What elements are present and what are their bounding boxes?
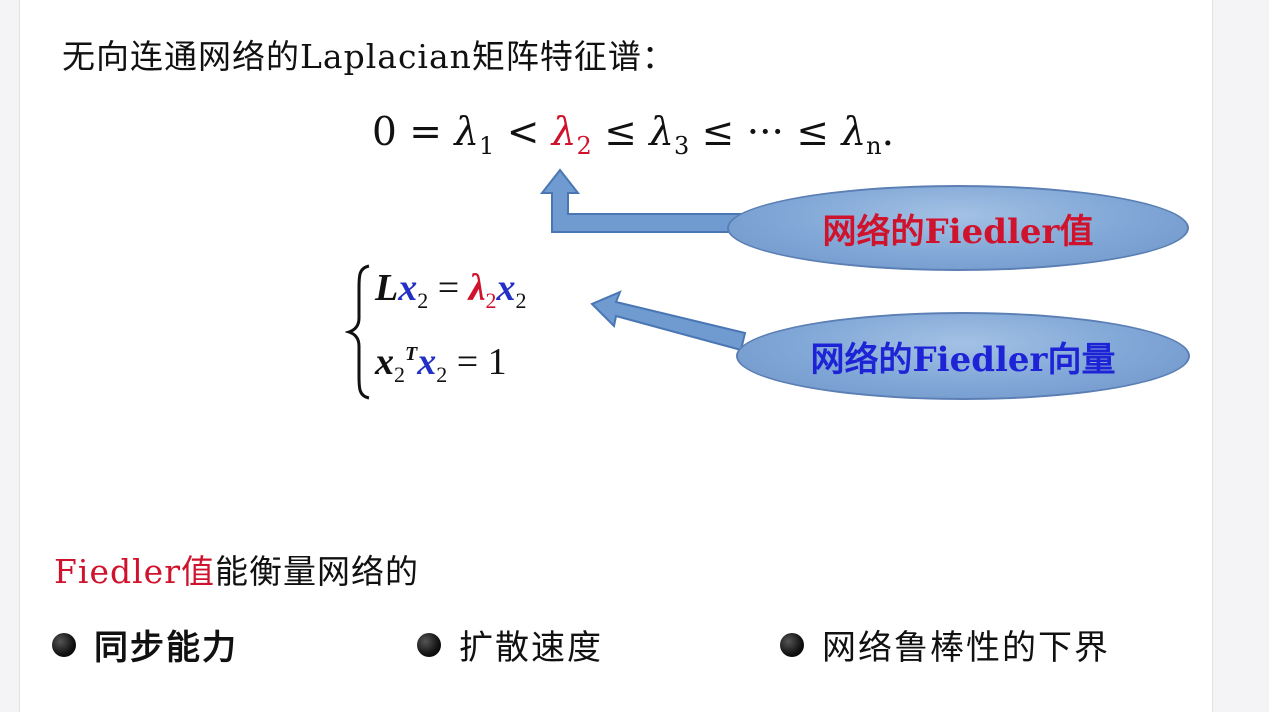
measure-suffix: 能衡量网络的: [214, 552, 419, 591]
spectrum-dots: ···: [746, 110, 784, 155]
left-brace: [345, 264, 370, 400]
eigen-equation: Lx2 = λ2x2: [375, 267, 527, 313]
spectrum-less-than: <: [494, 110, 552, 155]
bullet-item-diffusion: 扩散速度: [417, 620, 603, 669]
bullet-list: 同步能力 扩散速度 网络鲁棒性的下界: [0, 620, 1269, 680]
slide-heading: 无向连通网络的Laplacian矩阵特征谱：: [62, 37, 676, 76]
normalization-equation: x2Tx2 = 1: [375, 341, 507, 387]
spectrum-leq-1: ≤: [591, 110, 650, 155]
spectrum-zero: 0: [372, 110, 397, 155]
fiedler-equation-system: Lx2 = λ2x2 x2Tx2 = 1: [345, 262, 605, 402]
bullet-dot-icon: [52, 632, 76, 657]
fiedler-value-callout: 网络的Fiedler值: [727, 185, 1189, 271]
spectrum-equals: =: [396, 110, 455, 155]
fiedler-vector-arrow: [590, 290, 747, 352]
lambda-2: λ2: [551, 110, 592, 160]
bullet-item-robustness: 网络鲁棒性的下界: [780, 620, 1110, 669]
lambda-1: λ1: [454, 110, 495, 160]
spectrum-leq-2: ≤: [689, 110, 747, 155]
fiedler-measure-text: Fiedler值能衡量网络的: [54, 545, 419, 593]
bullet-dot-icon: [780, 632, 804, 657]
eigenvalue-spectrum: 0 = λ1 < λ2 ≤ λ3 ≤ ··· ≤ λn.: [372, 110, 894, 160]
lambda-n: λn: [841, 110, 882, 160]
spectrum-leq-3: ≤: [783, 110, 842, 155]
bullet-dot-icon: [417, 632, 441, 657]
spectrum-period: .: [881, 110, 895, 155]
fiedler-vector-callout: 网络的Fiedler向量: [736, 312, 1190, 400]
fiedler-value-arrow: [539, 168, 743, 233]
lambda-3: λ3: [649, 110, 690, 160]
fiedler-value-term: Fiedler值: [54, 552, 215, 591]
bullet-item-sync: 同步能力: [52, 620, 238, 669]
